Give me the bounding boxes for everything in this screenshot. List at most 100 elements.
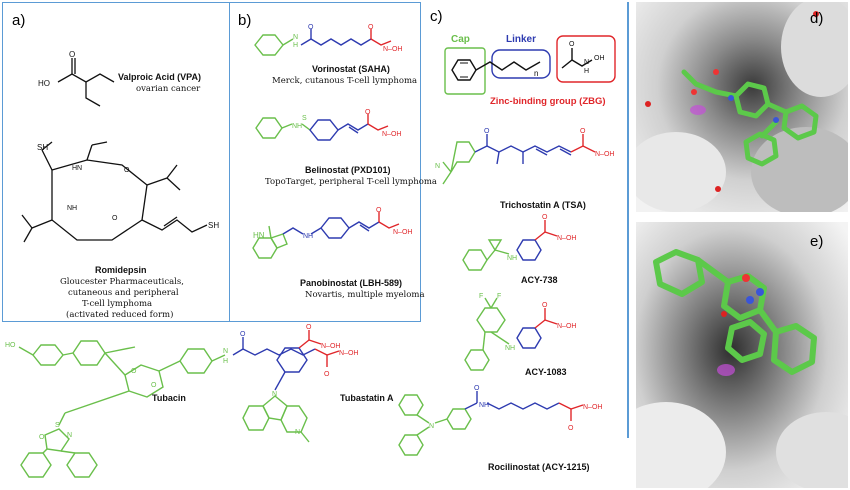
vorinostat-desc: Merck, cutanous T-cell lymphoma (272, 76, 418, 86)
pharmacophore-structure: n O H N OH (444, 35, 616, 95)
rocilinostat-name: Rocilinostat (ACY-1215) (488, 462, 590, 472)
svg-text:NH: NH (303, 233, 313, 240)
valproic-acid-structure: O HO (38, 50, 115, 107)
svg-text:N: N (435, 163, 440, 170)
svg-text:O: O (365, 109, 371, 116)
svg-text:O: O (240, 331, 246, 338)
zbg-label: Zinc-binding group (ZBG) (490, 96, 606, 107)
rocilinostat-structure: N O NH O N–OH (398, 385, 602, 456)
panobinostat-name: Panobinostat (LBH-589) (300, 278, 403, 288)
tubacin-name: Tubacin (152, 393, 186, 403)
svg-text:O: O (474, 385, 480, 392)
svg-text:O: O (568, 425, 574, 432)
svg-text:N: N (223, 348, 228, 355)
cap-label: Cap (451, 34, 470, 45)
svg-text:NH: NH (507, 255, 517, 262)
svg-text:O: O (308, 24, 314, 31)
svg-text:N: N (293, 34, 298, 41)
romi-sh2: SH (208, 221, 219, 230)
tubastatin-name: Tubastatin A (340, 393, 394, 403)
svg-text:HO: HO (5, 342, 16, 349)
docking-render-e (636, 222, 848, 488)
tubastatin-structure: O N–OH N N (242, 324, 340, 443)
svg-text:N–OH: N–OH (557, 235, 576, 242)
romidepsin-desc-3: T-cell lymphoma (82, 299, 153, 309)
svg-text:N–OH: N–OH (382, 131, 401, 138)
svg-text:O: O (151, 382, 157, 389)
svg-text:H: H (223, 358, 228, 365)
svg-text:O: O (324, 371, 330, 378)
svg-text:O: O (542, 302, 548, 309)
vpa-o: O (69, 50, 75, 59)
docking-render-d (636, 2, 848, 212)
svg-text:O: O (376, 207, 382, 214)
romidepsin-desc-1: Gloucester Pharmaceuticals, (60, 277, 184, 287)
svg-text:H: H (293, 42, 298, 49)
romi-nh: NH (67, 205, 77, 212)
romi-o1: O (124, 167, 130, 174)
vpa-ho: HO (38, 79, 50, 88)
svg-text:F: F (497, 293, 501, 300)
vorinostat-structure: H N O O N–OH (254, 24, 402, 56)
acy1083-structure: F F NH O N–OH (464, 293, 576, 371)
svg-text:S: S (302, 115, 307, 122)
svg-text:O: O (39, 434, 45, 441)
svg-text:N–OH: N–OH (383, 46, 402, 53)
svg-text:N–OH: N–OH (321, 343, 340, 350)
svg-text:N–OH: N–OH (339, 350, 358, 357)
svg-text:N–OH: N–OH (595, 151, 614, 158)
vpa-desc: ovarian cancer (136, 84, 201, 94)
panel-c-label: c) (430, 8, 443, 25)
panel-c-divider (627, 2, 629, 438)
romi-hn1: HN (72, 165, 82, 172)
acy738-structure: NH O N–OH (462, 214, 576, 271)
belinostat-name: Belinostat (PXD101) (305, 165, 391, 175)
svg-text:NH: NH (505, 345, 515, 352)
belinostat-desc: TopoTarget, peripheral T-cell lymphoma (265, 177, 437, 187)
svg-text:NH: NH (292, 123, 302, 130)
svg-text:H: H (584, 68, 589, 75)
vpa-name: Valproic Acid (VPA) (118, 72, 202, 82)
svg-text:O: O (131, 368, 137, 375)
svg-text:O: O (306, 324, 312, 331)
tsa-name: Trichostatin A (TSA) (500, 200, 586, 210)
belinostat-structure: NH S O N–OH (255, 109, 401, 141)
svg-text:O: O (569, 41, 575, 48)
panel-a-label: a) (12, 12, 26, 29)
panobinostat-structure: HN NH O N–OH (252, 207, 412, 259)
svg-text:N–OH: N–OH (583, 404, 602, 411)
svg-text:O: O (484, 128, 490, 135)
romi-o2: O (112, 215, 118, 222)
panel-e-label: e) (810, 233, 824, 250)
linker-label: Linker (506, 34, 537, 45)
acy1083-name: ACY-1083 (525, 367, 567, 377)
romidepsin-desc-4: (activated reduced form) (66, 310, 174, 320)
panobinostat-desc: Novartis, multiple myeloma (305, 290, 425, 300)
tsa-structure: N O O N–OH (435, 128, 614, 185)
svg-text:n: n (534, 69, 538, 78)
vorinostat-name: Vorinostat (SAHA) (312, 64, 390, 74)
svg-text:S: S (55, 422, 60, 429)
svg-text:N: N (295, 429, 300, 436)
svg-text:N: N (584, 59, 589, 66)
romi-sh1: SH (37, 143, 48, 152)
svg-text:O: O (368, 24, 374, 31)
acy738-name: ACY-738 (521, 275, 558, 285)
svg-text:N: N (429, 423, 434, 430)
svg-text:OH: OH (594, 55, 605, 62)
romidepsin-structure: SH SH HN O NH O (21, 141, 219, 243)
svg-text:F: F (479, 293, 483, 300)
svg-text:O: O (542, 214, 548, 221)
svg-text:N–OH: N–OH (393, 229, 412, 236)
panel-d-label: d) (810, 10, 824, 27)
romidepsin-name: Romidepsin (95, 265, 147, 275)
svg-text:N: N (272, 391, 277, 398)
svg-text:N: N (67, 432, 72, 439)
panel-b-frame (229, 2, 421, 322)
svg-text:N–OH: N–OH (557, 323, 576, 330)
svg-text:NH: NH (479, 402, 489, 409)
svg-text:HN: HN (253, 231, 265, 240)
panel-b-label: b) (238, 12, 252, 29)
svg-text:O: O (580, 128, 586, 135)
romidepsin-desc-2: cutaneous and peripheral (68, 288, 179, 298)
